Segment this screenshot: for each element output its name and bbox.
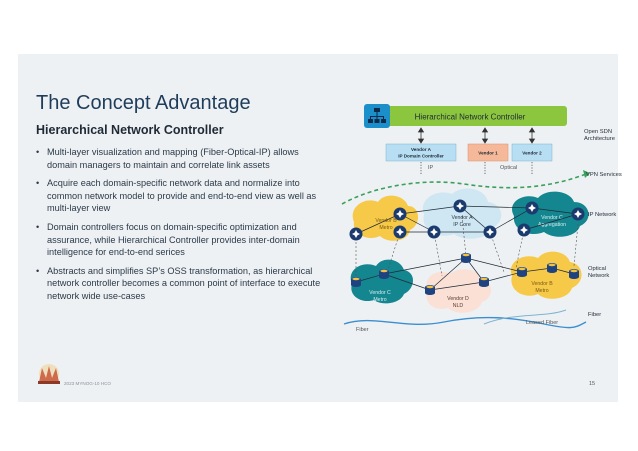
router-icon — [525, 201, 539, 215]
svg-text:IP Core: IP Core — [453, 222, 471, 228]
svg-text:Optical: Optical — [588, 266, 606, 272]
svg-text:Architecture: Architecture — [584, 136, 615, 142]
svg-text:Open SDN: Open SDN — [584, 129, 612, 135]
svg-text:IP Network: IP Network — [588, 212, 616, 218]
domain-controller-vendor-1: Vendor 1 — [467, 143, 509, 162]
bullet-item: Abstracts and simplifies SP’s OSS transf… — [36, 265, 326, 303]
layer-labels: Open SDN Architecture VPN Services IP Ne… — [584, 129, 622, 318]
footer-text: 2023 MYNOG-10 HCO — [64, 381, 111, 386]
svg-text:Vendor B: Vendor B — [531, 281, 553, 287]
optical-node-icon — [569, 269, 579, 279]
vendor-a-label: Vendor A — [411, 147, 432, 152]
router-icon — [453, 199, 467, 213]
hierarchy-icon — [368, 108, 386, 123]
leased-fiber-label: Leased Fiber — [526, 320, 558, 326]
svg-text:Aggregation: Aggregation — [538, 222, 566, 228]
page-number: 15 — [589, 381, 596, 387]
bullet-item: Domain controllers focus on domain-speci… — [36, 221, 326, 259]
svg-text:Metro: Metro — [535, 288, 548, 294]
optical-node-icon — [461, 253, 471, 263]
hierarchical-controller: Hierarchical Network Controller — [364, 104, 567, 128]
vendor-1-label: Vendor 1 — [478, 151, 498, 156]
cloud-vendor-a-ip-core: Vendor A IP Core — [422, 188, 502, 239]
svg-text:Network: Network — [588, 273, 609, 279]
router-icon — [571, 207, 585, 221]
svg-text:Vendor D: Vendor D — [447, 296, 469, 302]
vendor-2-label: Vendor 2 — [522, 151, 542, 156]
slide-subtitle: Hierarchical Network Controller — [36, 123, 224, 137]
architecture-diagram: Hierarchical Network Controller Vendor A… — [341, 104, 622, 333]
router-icon — [517, 223, 531, 237]
layer-links — [355, 215, 579, 277]
leased-fiber-line — [483, 309, 567, 325]
bullet-item: Acquire each domain-specific network dat… — [36, 177, 326, 215]
svg-text:Fiber: Fiber — [588, 312, 601, 318]
optical-layer-label: Optical — [500, 165, 517, 171]
router-icon — [349, 227, 363, 241]
domain-controller-vendor-2: Vendor 2 — [511, 143, 553, 162]
optical-links — [355, 257, 575, 291]
optical-node-icon — [547, 263, 557, 273]
router-icon — [393, 207, 407, 221]
svg-text:Vendor B: Vendor B — [375, 218, 397, 224]
ip-links — [355, 205, 579, 235]
bullet-list: Multi-layer visualization and mapping (F… — [36, 146, 326, 309]
optical-node-icon — [517, 267, 527, 277]
optical-node-icon — [479, 277, 489, 287]
cloud-vendor-d-nld: Vendor D NLD — [426, 269, 491, 313]
svg-text:Vendor A: Vendor A — [451, 215, 473, 221]
svg-text:Vendor C: Vendor C — [541, 215, 563, 221]
vpn-services-path — [341, 173, 587, 205]
cloud-vendor-c-metro: Vendor C Metro — [350, 259, 413, 304]
vendor-a-sublabel: IP Domain Controller — [398, 154, 444, 159]
svg-text:Vendor C: Vendor C — [369, 290, 391, 296]
fiber-label: Fiber — [356, 327, 369, 333]
router-icon — [393, 225, 407, 239]
router-icon — [483, 225, 497, 239]
optical-node-icon — [379, 269, 389, 279]
ip-layer-label: IP — [428, 165, 434, 171]
svg-text:Metro: Metro — [379, 225, 392, 231]
svg-text:NLD: NLD — [453, 303, 464, 309]
svg-text:Metro: Metro — [373, 297, 386, 303]
optical-node-icon — [425, 285, 435, 295]
bullet-item: Multi-layer visualization and mapping (F… — [36, 146, 326, 171]
domain-controller-vendor-a: Vendor A IP Domain Controller — [385, 143, 457, 162]
controller-label: Hierarchical Network Controller — [415, 113, 526, 122]
router-icon — [427, 225, 441, 239]
fiber-line — [343, 316, 587, 329]
cloud-vendor-b-metro-bottom: Vendor B Metro — [510, 251, 582, 299]
svg-text:VPN Services: VPN Services — [586, 172, 622, 178]
optical-node-icon — [351, 277, 361, 287]
event-logo-icon — [38, 364, 60, 384]
slide-title: The Concept Advantage — [36, 92, 251, 114]
